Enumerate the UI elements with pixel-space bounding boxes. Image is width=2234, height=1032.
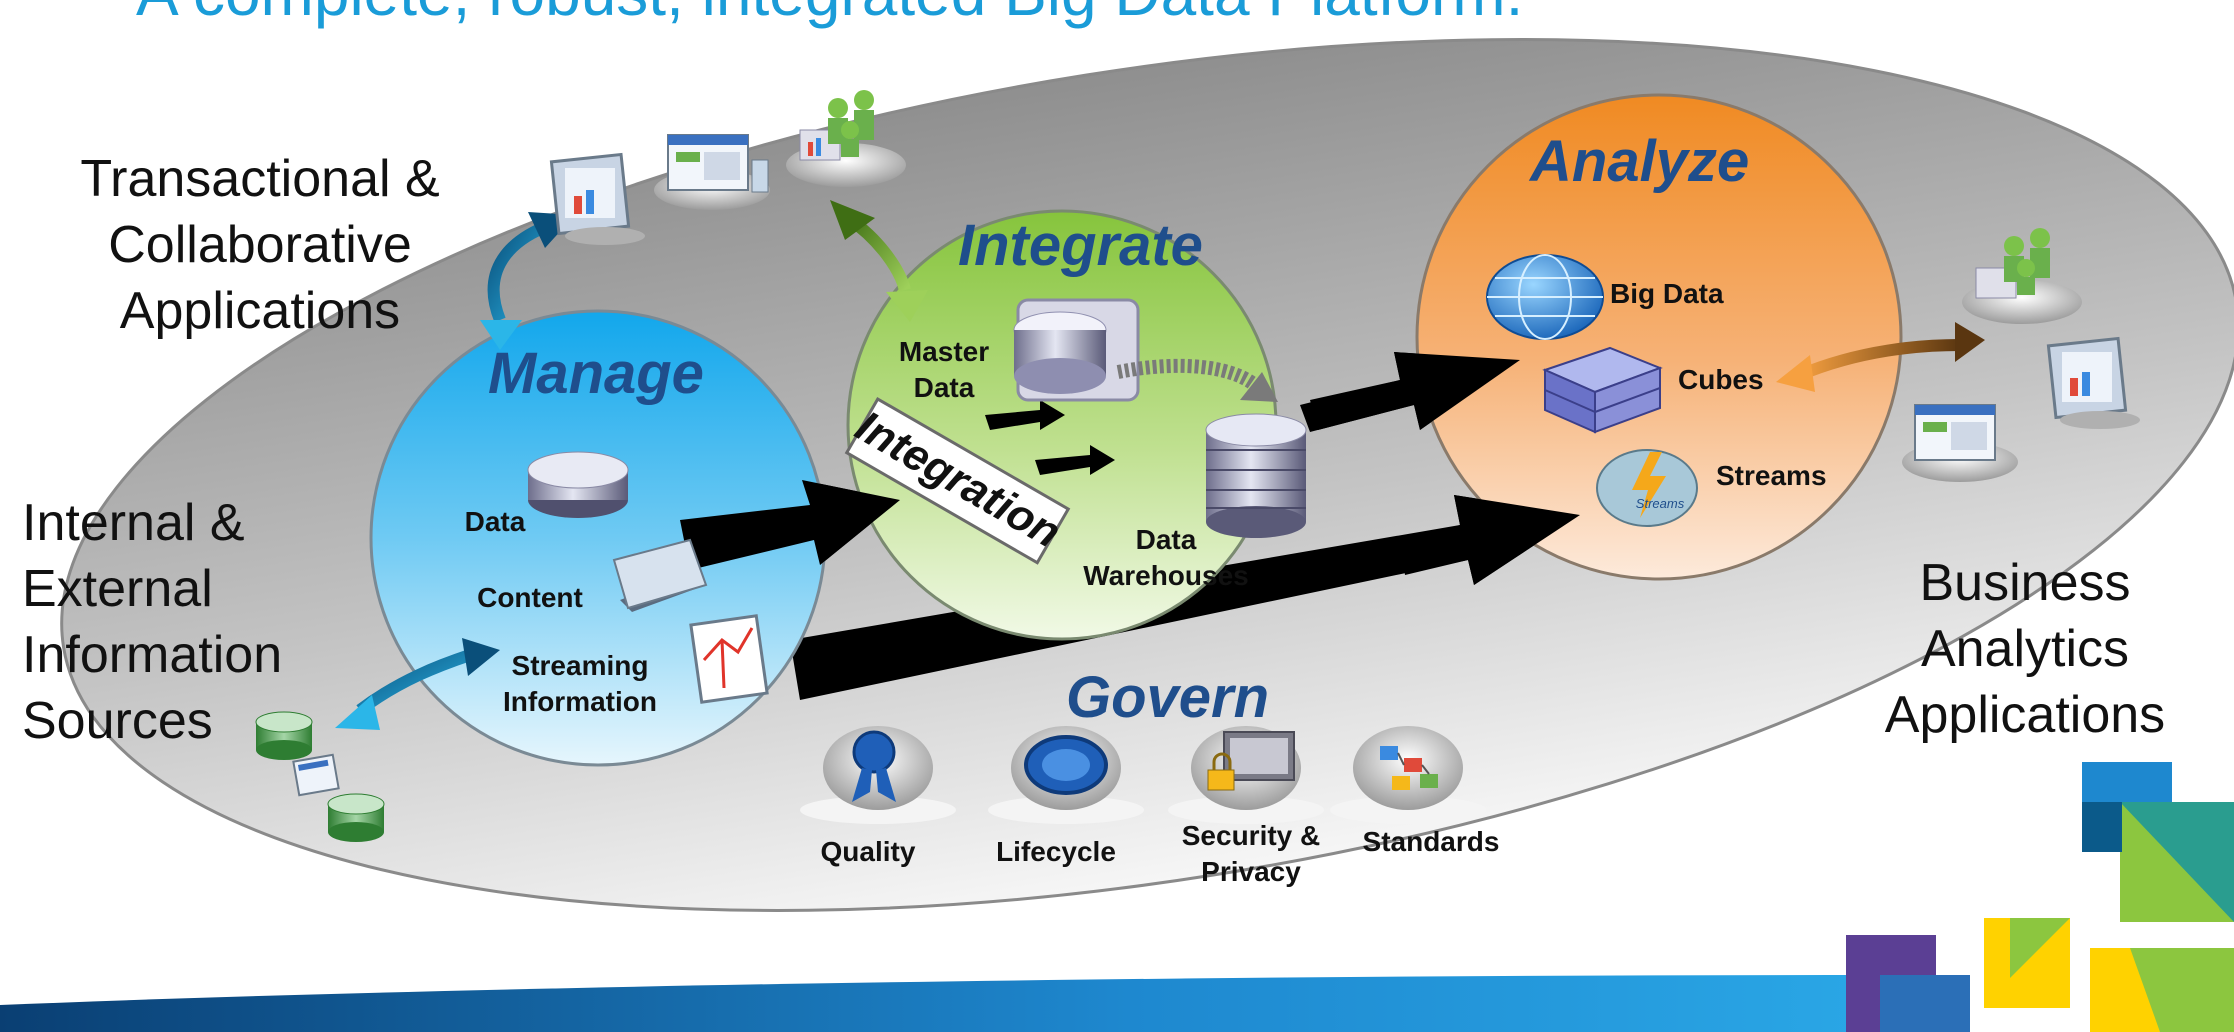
master-data-cube-icon bbox=[1013, 298, 1140, 402]
slide-title: A complete, robust, integrated Big Data … bbox=[136, 0, 1836, 30]
monitor-icon-right bbox=[2046, 336, 2140, 429]
lifecycle-icon bbox=[988, 726, 1144, 824]
cube-icon bbox=[1542, 346, 1663, 434]
standards-diagram-icon bbox=[1330, 726, 1486, 824]
people-icon-right bbox=[1962, 228, 2082, 324]
mdm-to-warehouse-arrow bbox=[1116, 358, 1268, 397]
folder-icon bbox=[612, 538, 708, 612]
manage-data-label: Data bbox=[464, 506, 526, 537]
data-warehouses-label: Data Warehouses bbox=[1083, 524, 1249, 591]
app-window-icon-top bbox=[654, 134, 770, 210]
mdm-arrow-head bbox=[1240, 372, 1278, 402]
govern-lifecycle-label: Lifecycle bbox=[996, 836, 1116, 867]
people-icon-top bbox=[786, 90, 906, 187]
document-icon-sources bbox=[292, 753, 340, 797]
warehouse-database-icon bbox=[1205, 413, 1307, 538]
green-database-icon-1 bbox=[255, 711, 313, 760]
manage-title: Manage bbox=[488, 341, 704, 406]
big-data-label: Big Data bbox=[1610, 278, 1724, 309]
govern-title: Govern bbox=[1066, 665, 1270, 730]
master-data-label: Master Data bbox=[898, 336, 990, 403]
chart-window-icon bbox=[689, 614, 769, 704]
green-double-arrow bbox=[830, 200, 928, 322]
streams-logo-icon: Streams bbox=[1596, 449, 1698, 527]
quality-ribbon-icon bbox=[800, 726, 956, 824]
app-window-icon-right bbox=[1902, 404, 2018, 482]
analyze-circle bbox=[1415, 93, 1903, 581]
govern-standards-label: Standards bbox=[1362, 826, 1500, 857]
business-analytics-label: Business Analytics Applications bbox=[1884, 554, 2166, 744]
cubes-label: Cubes bbox=[1678, 364, 1764, 395]
blue-double-arrow-bottom bbox=[335, 638, 500, 730]
footer-bar bbox=[0, 975, 1880, 1032]
monitor-icon-top bbox=[549, 152, 645, 245]
globe-icon bbox=[1486, 254, 1604, 340]
arrow-overlays bbox=[680, 352, 1580, 585]
streams-logo-text: Streams bbox=[1636, 496, 1685, 511]
database-icon bbox=[527, 451, 629, 518]
manage-content-label: Content bbox=[477, 582, 583, 613]
govern-quality-label: Quality bbox=[820, 836, 916, 867]
transactional-apps-label: Transactional & Collaborative Applicatio… bbox=[80, 150, 440, 340]
manage-streaming-label: Streaming Information bbox=[503, 650, 657, 717]
information-sources-label: Internal & External Information Sources bbox=[22, 494, 283, 750]
streams-label: Streams bbox=[1716, 460, 1827, 491]
orange-double-arrow bbox=[1776, 322, 1985, 392]
corner-logo-blocks bbox=[1846, 762, 2234, 1032]
security-computer-icon bbox=[1168, 726, 1324, 824]
analyze-title: Analyze bbox=[1530, 129, 1750, 194]
green-database-icon-2 bbox=[327, 793, 385, 842]
govern-security-label: Security & Privacy bbox=[1181, 820, 1321, 887]
integrate-title: Integrate bbox=[958, 213, 1203, 278]
